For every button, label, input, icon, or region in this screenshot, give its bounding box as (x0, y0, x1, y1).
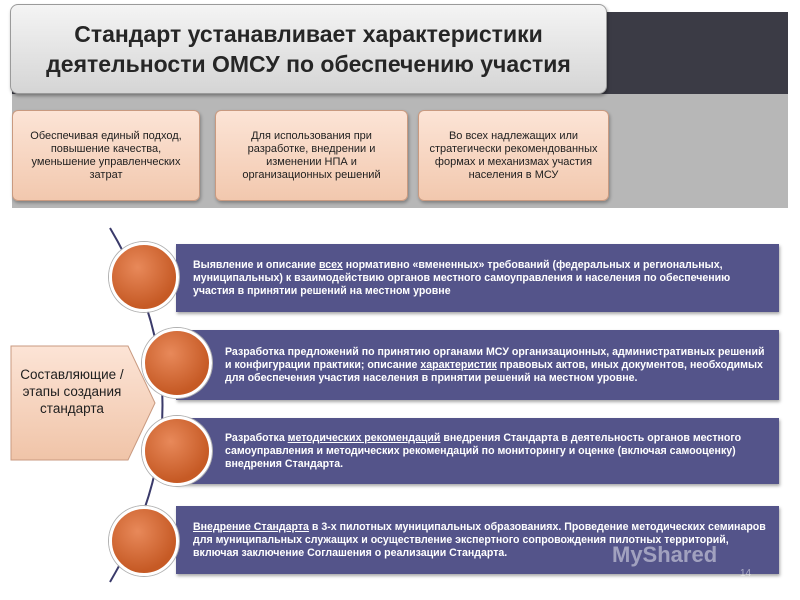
title-box: Стандарт устанавливает характеристики де… (10, 4, 607, 94)
side-arrow-shape (10, 345, 156, 461)
watermark: MyShared (612, 542, 718, 567)
slide-title: Стандарт устанавливает характеристики де… (46, 21, 571, 77)
step-text-4: Внедрение Стандарта в 3-х пилотных муниц… (193, 520, 766, 559)
step-text-2: Разработка предложений по принятию орган… (225, 345, 765, 384)
step-bar-1: Выявление и описание всех нормативно «вм… (176, 244, 779, 312)
side-label: Составляющие / этапы создания стандарта (20, 367, 124, 416)
page-number: 14 (740, 568, 752, 579)
step-bar-4: Внедрение Стандарта в 3-х пилотных муниц… (176, 506, 779, 574)
step-bar-3: Разработка методических рекомендаций вне… (176, 418, 779, 484)
step-text-3: Разработка методических рекомендаций вне… (225, 431, 742, 470)
step-circle-1 (109, 242, 179, 312)
goal-box-2: Для использования при разработке, внедре… (215, 110, 408, 201)
goal-box-3: Во всех надлежащих или стратегически рек… (418, 110, 609, 201)
step-circle-3 (142, 416, 212, 486)
step-circle-2 (142, 328, 212, 398)
step-bar-2: Разработка предложений по принятию орган… (176, 330, 779, 400)
step-circle-4 (109, 506, 179, 576)
goal-box-1: Обеспечивая единый подход, повышение кач… (12, 110, 200, 201)
step-text-1: Выявление и описание всех нормативно «вм… (193, 258, 731, 297)
